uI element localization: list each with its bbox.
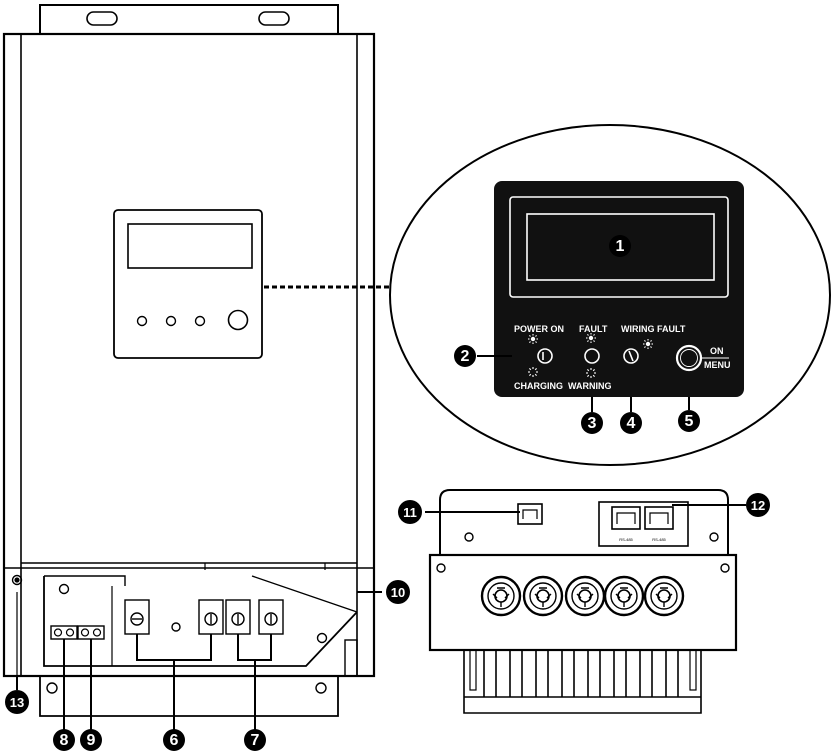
callout-number: 2 [461,348,470,365]
led-ray-icons [528,333,653,378]
on-label: ON [710,346,724,356]
callout-circle [386,580,410,604]
charging-led-icon [528,367,538,377]
callout-number: 5 [685,413,694,430]
lcd-screen [526,213,715,281]
callout-circle [581,412,603,434]
callout-number: 6 [170,732,179,749]
callout-lcd: 1 [609,235,631,257]
callout-circle [454,345,476,367]
wiring-led [623,348,639,364]
front-panel [113,209,263,359]
callout-number: 13 [10,695,24,710]
fault-label: FAULT [579,324,608,334]
power-led [537,348,553,364]
callout-power-charging-led: 2 [454,345,476,367]
callout-circle [609,235,631,257]
callout-circle [678,410,700,432]
front-led-2 [165,315,177,327]
fault-led-icon [586,333,596,343]
wiring-fault-label: WIRING FAULT [621,324,686,334]
control-panel [494,181,744,397]
callout-ground-screw: 13 [5,690,29,714]
callout-circle [5,690,29,714]
bottom-view-leaders [425,504,746,513]
panel-leaders [477,355,690,412]
callout-terminal-block-b: 9 [80,729,102,751]
callout-terminal-block-a: 8 [53,729,75,751]
rs485-label-2: RS-485 [652,537,666,542]
front-button [227,309,249,331]
cable-glands [480,575,685,617]
led-group [537,344,703,372]
power-on-label: POWER ON [514,324,564,334]
callout-number: 7 [251,732,260,749]
callout-number: 10 [391,585,405,600]
callout-number: 4 [627,415,636,432]
bottom-view [428,489,738,652]
top-bracket [39,4,339,34]
callout-number: 11 [403,505,417,520]
lcd-frame [509,196,729,298]
fault-led [584,348,600,364]
rj45-port [517,503,543,525]
ground-screw [11,574,23,586]
bottom-view-top [439,489,729,555]
front-led-3 [194,315,206,327]
rs485-housing [598,501,689,547]
callout-battery-terminals: 7 [244,729,266,751]
callout-bottom-cover: 10 [386,580,410,604]
callout-rj45-port: 11 [398,500,422,524]
rs485-port-2 [644,506,674,530]
rs485-label-1: RS-485 [619,537,633,542]
front-lcd [127,223,253,269]
callout-on-menu-button: 5 [678,410,700,432]
warning-label: WARNING [568,381,612,391]
rs485-port-1 [611,506,641,530]
callout-circle [746,493,770,517]
heat-sink [463,649,702,714]
callout-wiring-fault-led: 4 [620,412,642,434]
bottom-bracket [39,676,339,717]
callout-circle [244,729,266,751]
callout-fault-warning-led: 3 [581,412,603,434]
callout-circle [53,729,75,751]
port-text: RS-485 RS-485 [619,537,666,542]
callout-circle [398,500,422,524]
front-led-1 [136,315,148,327]
callout-number: 8 [60,732,69,749]
power-on-led-icon [528,334,538,344]
callout-circle [620,412,642,434]
charging-label: CHARGING [514,381,563,391]
callout-number: 12 [751,498,765,513]
callout-rs485-ports: 12 [746,493,770,517]
bottom-view-body [428,553,738,652]
callout-number: 9 [87,732,96,749]
pv-terminal-left [124,599,150,635]
callout-circle [163,729,185,751]
callout-number: 1 [616,238,625,255]
callout-brackets [16,591,382,730]
callout-pv-terminals: 6 [163,729,185,751]
unit-body [2,32,376,678]
bracket-slot-left [86,11,118,26]
on-menu-button [675,344,703,372]
warning-led-icon [586,368,596,378]
callout-number: 3 [588,415,597,432]
main-unit [2,4,376,717]
wiring-fault-led-icon [643,339,653,349]
bracket-slot-right [258,11,290,26]
menu-label: MENU [704,360,731,370]
panel-labels: POWER ON CHARGING FAULT WARNING WIRING F… [514,324,731,391]
callout-circle [80,729,102,751]
